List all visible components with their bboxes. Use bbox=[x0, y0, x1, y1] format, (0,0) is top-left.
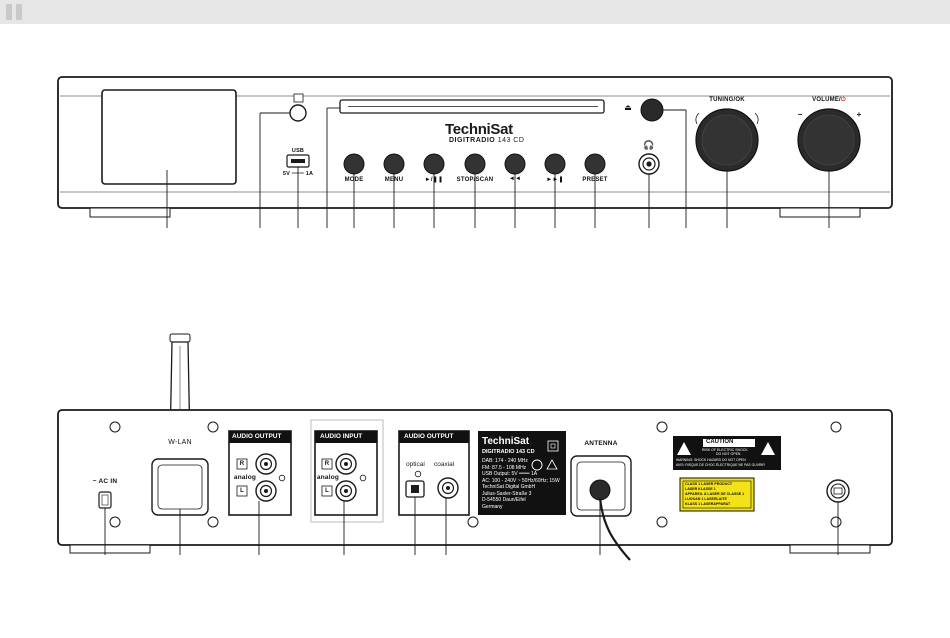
tuning-ok-label: TUNING/OK bbox=[709, 97, 745, 103]
mode-button[interactable] bbox=[344, 154, 364, 174]
stop-scan-button[interactable] bbox=[465, 154, 485, 174]
audio-input-analog-label: analog bbox=[316, 474, 340, 481]
caution-line2: DO NOT OPEN bbox=[716, 452, 741, 456]
next-button[interactable] bbox=[545, 154, 565, 174]
ac-in-label: ~ AC IN bbox=[92, 478, 118, 485]
mode-label: MODE bbox=[344, 177, 364, 183]
headphone-icon: 🎧 bbox=[643, 140, 655, 150]
audio-input-l-jack[interactable] bbox=[336, 481, 356, 501]
antenna-input[interactable] bbox=[590, 480, 610, 500]
rear-connector[interactable] bbox=[827, 480, 849, 502]
audio-output-digital-title: AUDIO OUTPUT bbox=[404, 433, 454, 440]
coaxial-label: coaxial bbox=[434, 461, 455, 468]
next-label: ►►❚ bbox=[546, 177, 564, 183]
stop-scan-label: STOP/SCAN bbox=[456, 177, 494, 183]
audio-input-title: AUDIO INPUT bbox=[320, 433, 363, 440]
previous-label: ◄◄ bbox=[508, 176, 522, 182]
wlan-antenna-socket[interactable] bbox=[152, 459, 208, 515]
caution-warning: WARNING: SHOCK HAZARD DO NOT OPEN AVIS: … bbox=[676, 458, 765, 467]
optical-output-port[interactable] bbox=[406, 481, 424, 497]
laser-label: CLASS 1 LASER PRODUCT LASER KLASSE 1 APP… bbox=[685, 482, 745, 506]
ratings-brand: TechniSat bbox=[482, 436, 530, 447]
model-suffix: 143 CD bbox=[497, 137, 525, 144]
header-bar bbox=[0, 0, 950, 24]
ratings-details: DAB: 174 - 240 MHz FM: 87.5 - 108 MHz US… bbox=[482, 458, 560, 510]
model-name: DIGITRADIO bbox=[449, 137, 496, 144]
menu-label: MENU bbox=[384, 177, 404, 183]
volume-plus-label: + bbox=[856, 110, 862, 119]
standby-button[interactable] bbox=[289, 105, 307, 121]
eject-button[interactable] bbox=[641, 99, 663, 121]
play-pause-button[interactable] bbox=[424, 154, 444, 174]
volume-power-knob[interactable] bbox=[798, 109, 860, 171]
menu-button[interactable] bbox=[384, 154, 404, 174]
volume-label: VOLUME/⏻ bbox=[812, 97, 846, 104]
audio-output-r-label: R bbox=[239, 461, 245, 467]
audio-output-analog-label: analog bbox=[233, 474, 257, 481]
audio-input-r-label: R bbox=[324, 461, 330, 467]
display-screen bbox=[102, 90, 236, 184]
header-mark bbox=[6, 4, 12, 20]
power-icon: ⏻ bbox=[840, 97, 846, 103]
audio-output-r-jack[interactable] bbox=[256, 454, 276, 474]
audio-output-l-jack[interactable] bbox=[256, 481, 276, 501]
preset-button[interactable] bbox=[585, 154, 605, 174]
caution-line1: RISK OF ELECTRIC SHOCK bbox=[702, 448, 748, 452]
headphone-jack[interactable] bbox=[639, 154, 659, 174]
coaxial-output-jack[interactable] bbox=[438, 478, 458, 498]
front-brand-logo: TechniSat bbox=[445, 121, 513, 138]
audio-input-r-jack[interactable] bbox=[336, 454, 356, 474]
eject-icon: ⏏ bbox=[624, 103, 632, 112]
usb-power-label: 5V ═══ 1A bbox=[282, 171, 314, 177]
ac-in-socket[interactable] bbox=[99, 492, 111, 508]
header-mark bbox=[16, 4, 22, 20]
antenna-label: ANTENNA bbox=[584, 440, 618, 447]
optical-label: optical bbox=[406, 461, 425, 468]
volume-minus-label: − bbox=[797, 110, 803, 119]
audio-input-l-label: L bbox=[325, 488, 329, 494]
tuning-ok-knob[interactable] bbox=[696, 109, 758, 171]
wlan-label: W-LAN bbox=[168, 439, 192, 446]
audio-output-l-label: L bbox=[240, 488, 244, 494]
caution-title: CAUTION bbox=[706, 439, 734, 445]
preset-label: PRESET bbox=[582, 177, 608, 183]
play-pause-label: ►/❚❚ bbox=[424, 177, 444, 183]
volume-label-text: VOLUME/ bbox=[812, 97, 841, 103]
front-model-name: DIGITRADIO 143 CD bbox=[449, 137, 524, 144]
ratings-model: DIGITRADIO 143 CD bbox=[482, 449, 535, 455]
previous-button[interactable] bbox=[505, 154, 525, 174]
usb-label: USB bbox=[291, 148, 305, 154]
audio-output-analog-title: AUDIO OUTPUT bbox=[232, 433, 282, 440]
cd-slot[interactable] bbox=[340, 100, 604, 113]
